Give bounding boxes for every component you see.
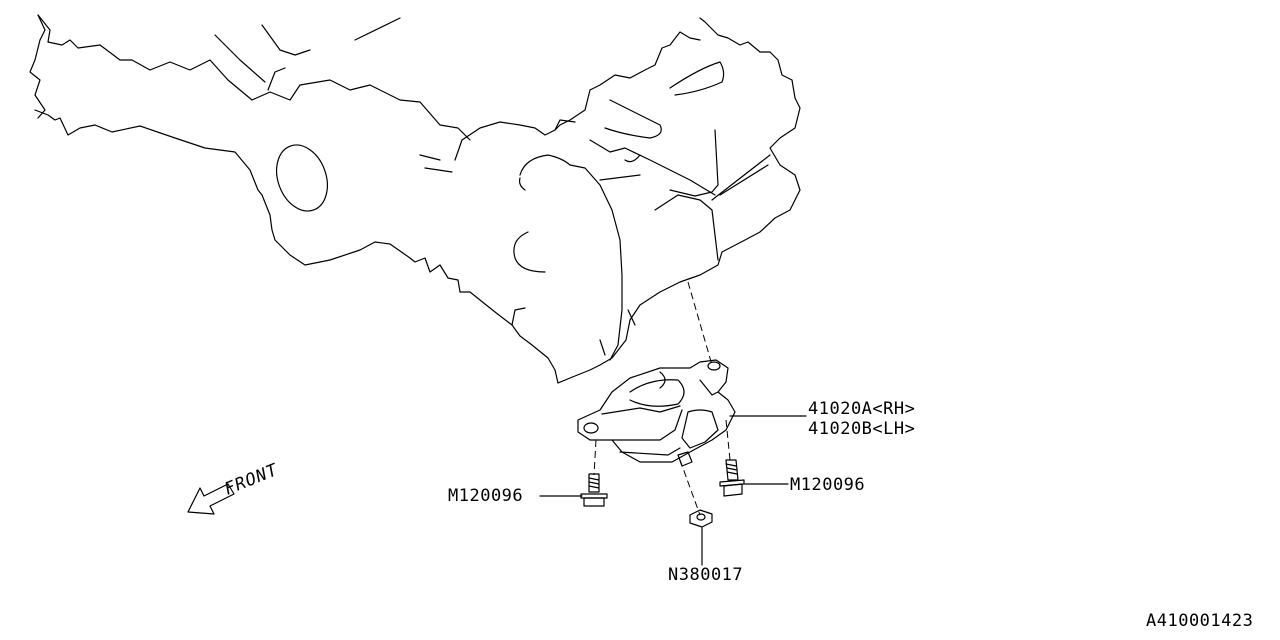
part-label-rh[interactable]: 41020A<RH> bbox=[808, 399, 916, 419]
nut-label[interactable]: N380017 bbox=[668, 565, 744, 585]
bolt-label-left[interactable]: M120096 bbox=[448, 486, 524, 506]
leader-lines bbox=[539, 415, 807, 566]
bolt-left bbox=[580, 473, 608, 507]
bolt-label-right[interactable]: M120096 bbox=[790, 475, 866, 495]
alignment-lines bbox=[593, 281, 731, 516]
bolt-right bbox=[719, 459, 745, 497]
nut bbox=[689, 509, 713, 528]
engine-outline bbox=[29, 14, 801, 384]
front-arrow-icon bbox=[187, 483, 235, 515]
part-label-lh[interactable]: 41020B<LH> bbox=[808, 419, 916, 439]
engine-mount-part bbox=[577, 359, 736, 467]
diagram-id: A410001423 bbox=[1146, 611, 1254, 631]
